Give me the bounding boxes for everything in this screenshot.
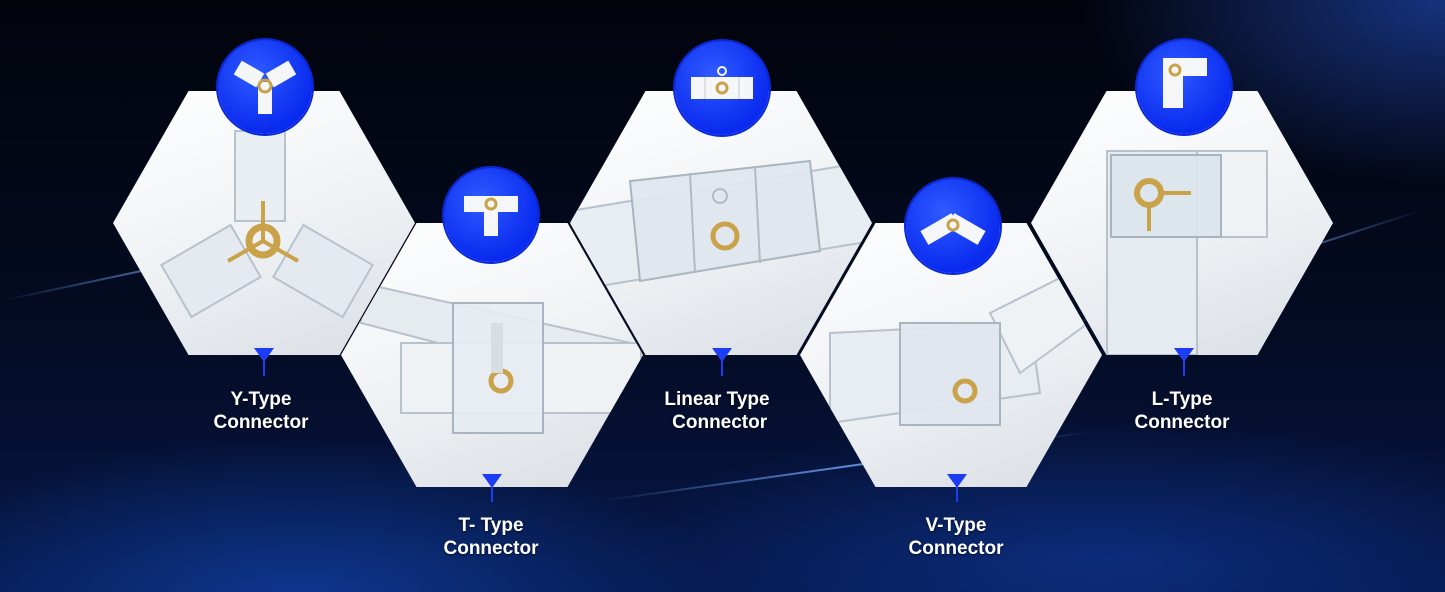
v-connector-subtitle: Connector (908, 538, 1004, 559)
l-connector-title: L-Type (1151, 389, 1213, 410)
y-connector-title: Y-Type (230, 389, 292, 410)
v-connector-icon (906, 179, 1000, 273)
linear-connector-subtitle: Connector (666, 412, 768, 433)
l-connector-arrow (1174, 348, 1194, 376)
v-connector-label: V-Type Connector (836, 514, 1076, 560)
t-connector-title: T- Type (458, 515, 524, 536)
t-connector-subtitle: Connector (443, 538, 539, 559)
v-connector-arrow (947, 474, 967, 502)
linear-connector-title: Linear Type (664, 389, 770, 410)
v-connector-title: V-Type (925, 515, 987, 536)
y-connector-label: Y-Type Connector (141, 388, 381, 434)
l-connector-label: L-Type Connector (1062, 388, 1302, 434)
y-connector-icon (218, 40, 312, 134)
linear-connector-label: Linear Type Connector (597, 388, 837, 434)
t-connector-arrow (482, 474, 502, 502)
l-connector-photo (1031, 91, 1333, 355)
l-connector-icon (1137, 40, 1231, 134)
t-connector-label: T- Type Connector (371, 514, 611, 560)
y-connector-subtitle: Connector (213, 412, 309, 433)
l-connector-subtitle: Connector (1134, 412, 1230, 433)
linear-connector-icon (675, 41, 769, 135)
y-connector-arrow (254, 348, 274, 376)
linear-connector-arrow (712, 348, 732, 376)
t-connector-icon (444, 168, 538, 262)
